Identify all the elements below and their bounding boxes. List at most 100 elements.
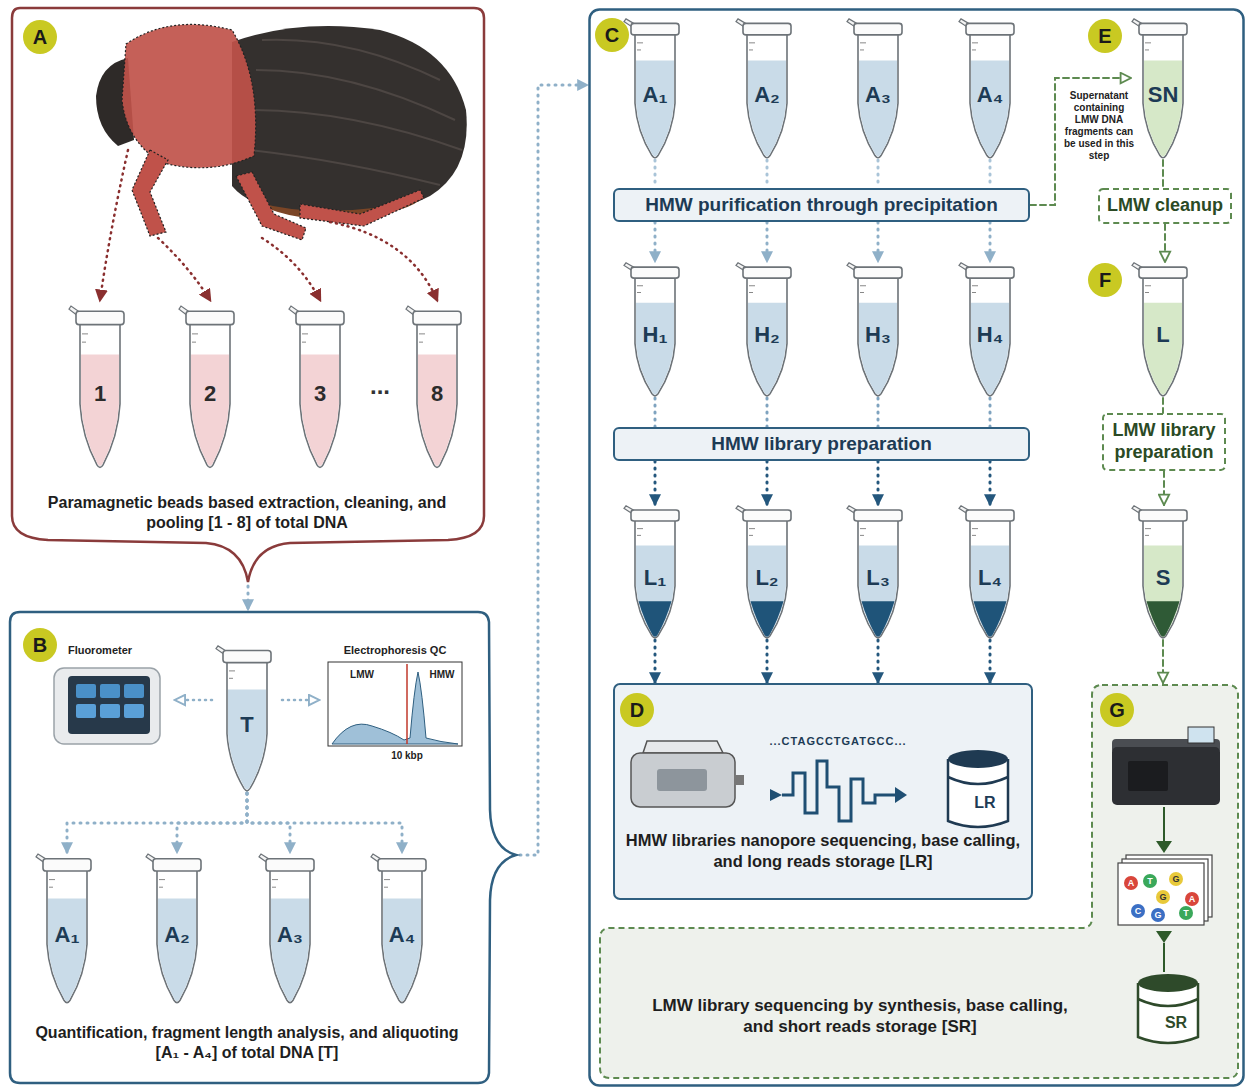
fluorometer-icon <box>54 668 160 744</box>
tube: S <box>1131 505 1195 640</box>
connector <box>877 160 880 188</box>
node-outline-part <box>12 8 484 582</box>
tube-outline-part <box>266 859 314 871</box>
fluorometer-icon-part <box>100 684 120 698</box>
tube-outline-part <box>859 61 897 157</box>
tube: H₁ <box>623 262 687 398</box>
connector <box>877 222 880 262</box>
tube-outline-part <box>743 510 791 521</box>
database-icon <box>948 750 1008 827</box>
tube-outline-part <box>1147 601 1180 636</box>
panel-badge: B <box>23 628 57 662</box>
tube: 3 <box>288 305 352 470</box>
tube-outline-part <box>859 303 897 395</box>
tube-outline-part <box>637 529 643 536</box>
database-icon-part <box>948 777 1008 784</box>
connector <box>766 461 769 505</box>
sequence-text: ...CTAGCCTGATGCC... <box>769 735 906 748</box>
fluorometer-icon-part <box>124 684 144 698</box>
tube: L₂ <box>735 505 799 640</box>
connector <box>247 586 250 610</box>
tube-label: A₃ <box>258 923 322 947</box>
connector <box>520 85 588 855</box>
tube-outline-part <box>223 651 271 663</box>
panel-badge: G <box>1100 693 1134 727</box>
tube-outline-part <box>76 311 124 324</box>
tube-outline-part <box>966 23 1014 35</box>
electrophoresis-chart-part <box>406 664 408 744</box>
qc-arrows-part <box>176 699 212 702</box>
sample-arrows-part <box>100 150 128 300</box>
tube-outline-part <box>158 899 196 1002</box>
process-band: HMW purification through precipitation <box>613 188 1030 222</box>
panel: CA₁A₂A₃A₄SNHMW purification through prec… <box>588 8 1245 1087</box>
tube-outline-part <box>159 880 165 888</box>
base-letter: T <box>1147 876 1153 886</box>
nanopore-device-part <box>643 741 723 753</box>
tube-outline-part <box>272 880 278 888</box>
tube-label: A₂ <box>145 923 209 947</box>
tube-outline-part <box>82 334 88 342</box>
flowcell-cards-part <box>1185 892 1199 906</box>
tube-label: A₄ <box>958 83 1022 107</box>
tube-outline-part <box>748 546 786 637</box>
connector <box>989 398 992 427</box>
tube-outline-part <box>301 355 339 466</box>
database-label: SR <box>1165 1014 1187 1032</box>
connector <box>1163 471 1165 505</box>
tube-outline-part <box>1144 546 1182 637</box>
database-icon-part <box>948 759 1008 827</box>
tube-outline-part <box>43 859 91 871</box>
tube-outline-part <box>228 689 266 789</box>
connector <box>766 222 769 262</box>
nanopore-device-part <box>734 775 744 785</box>
electrophoresis-chart-part <box>332 672 458 744</box>
tube: A₄ <box>958 18 1022 160</box>
tube-label: L₃ <box>846 566 910 590</box>
tube-outline-part <box>636 303 674 395</box>
connector <box>989 222 992 262</box>
node-outline-part <box>10 612 516 1083</box>
tube: H₄ <box>958 262 1022 398</box>
process-band: HMW library preparation <box>613 427 1030 461</box>
tube-outline-part <box>966 267 1014 278</box>
panel: BQuantification, fragment length analysi… <box>8 610 520 1087</box>
tube-outline-part <box>378 859 426 871</box>
flowcell-cards-part <box>1156 890 1170 904</box>
tube-outline-part <box>748 303 786 395</box>
flowcell-cards <box>1118 855 1212 925</box>
panel-badge: A <box>23 20 57 54</box>
connector <box>766 398 769 427</box>
tube-outline-part <box>971 61 1009 157</box>
base-letter: A <box>1128 878 1135 888</box>
sequencer-icon <box>1112 727 1220 805</box>
tube-outline-part <box>1144 61 1182 157</box>
tube-outline-part <box>860 529 866 536</box>
connector <box>654 461 657 505</box>
tube-label: 3 <box>288 382 352 406</box>
tube: SN <box>1131 18 1195 160</box>
tube-outline-part <box>631 23 679 35</box>
database-label: LR <box>974 794 995 812</box>
tube-outline-part <box>971 303 1009 395</box>
node-outline-part <box>1103 414 1225 470</box>
base-letter: C <box>1135 906 1142 916</box>
tube: 1 <box>68 305 132 470</box>
tube: A₂ <box>145 853 209 1005</box>
tube-label: L <box>1131 323 1195 347</box>
connector <box>1162 640 1164 683</box>
connector <box>654 398 657 427</box>
fluorometer-icon-part <box>68 676 150 734</box>
panel: AParamagnetic beads based extraction, cl… <box>8 6 488 586</box>
tube-outline-part <box>1139 23 1187 35</box>
tube-outline-part <box>1145 286 1151 293</box>
tube-label: L₁ <box>623 566 687 590</box>
tube-outline-part <box>860 286 866 293</box>
tube-outline-part <box>271 899 309 1002</box>
tube: 8 <box>405 305 469 470</box>
flowcell-cards-part <box>1179 906 1193 920</box>
connector <box>1164 224 1166 262</box>
nanopore-device-part <box>657 769 707 791</box>
